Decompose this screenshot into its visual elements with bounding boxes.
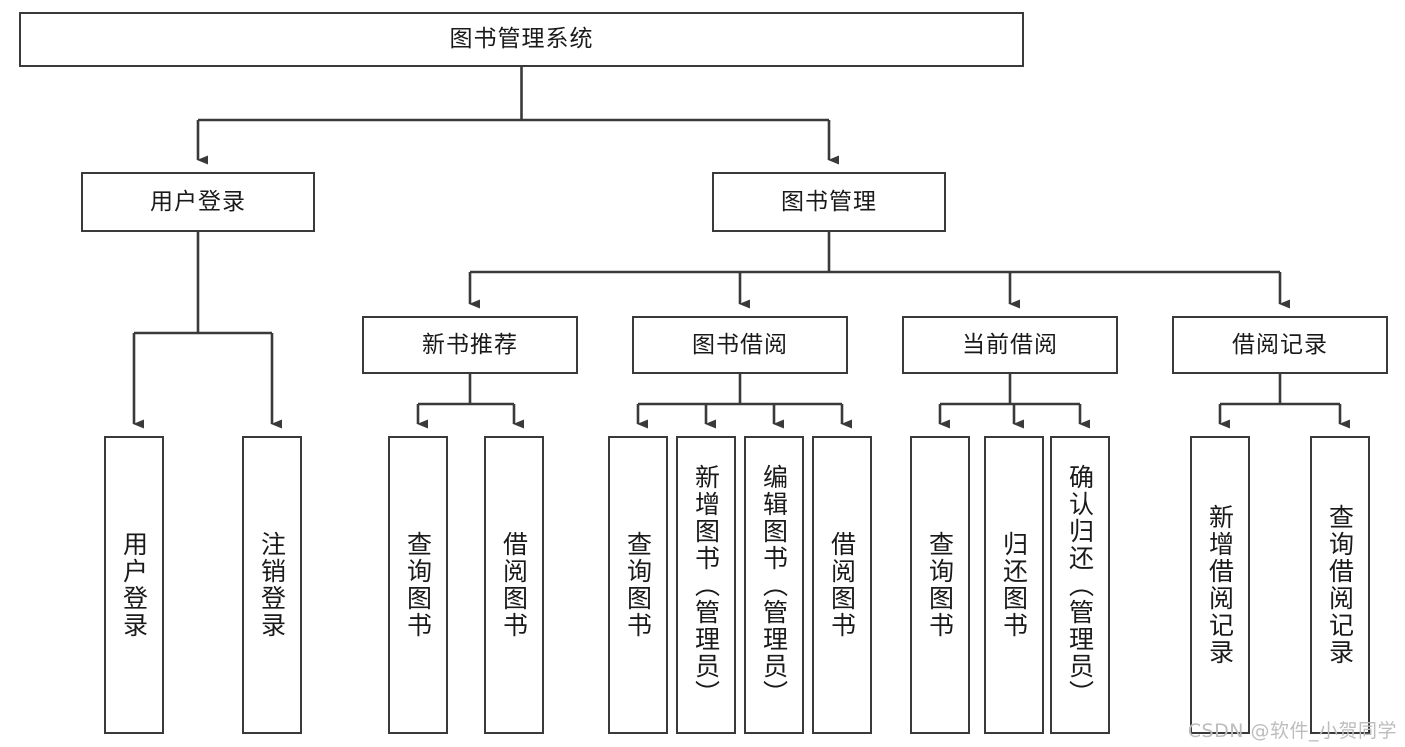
node-leaf-user-login[interactable]: 用户登录 (104, 436, 164, 734)
node-borrow-record-label: 借阅记录 (1232, 331, 1328, 358)
node-book-borrow-label: 图书借阅 (692, 331, 788, 358)
node-book-manage-label: 图书管理 (781, 188, 877, 215)
node-current-borrow[interactable]: 当前借阅 (902, 316, 1118, 374)
node-leaf-user-logout-label: 注销登录 (257, 531, 287, 639)
node-root-label: 图书管理系统 (449, 26, 594, 52)
node-leaf-return-book[interactable]: 归还图书 (984, 436, 1044, 734)
node-book-borrow[interactable]: 图书借阅 (632, 316, 848, 374)
node-leaf-confirm-return-label: 确认归还（管理员） (1065, 463, 1095, 707)
node-leaf-edit-book[interactable]: 编辑图书（管理员） (744, 436, 804, 734)
node-leaf-user-logout[interactable]: 注销登录 (242, 436, 302, 734)
node-leaf-add-record-label: 新增借阅记录 (1205, 504, 1235, 666)
node-leaf-add-book-label: 新增图书（管理员） (691, 463, 721, 707)
node-leaf-borrow-book-1[interactable]: 借阅图书 (484, 436, 544, 734)
node-leaf-return-book-label: 归还图书 (999, 531, 1029, 639)
node-leaf-query-book-2[interactable]: 查询图书 (608, 436, 668, 734)
node-leaf-add-book[interactable]: 新增图书（管理员） (676, 436, 736, 734)
node-user-login-label: 用户登录 (150, 188, 246, 215)
node-book-manage[interactable]: 图书管理 (712, 172, 946, 232)
node-current-borrow-label: 当前借阅 (962, 331, 1058, 358)
node-leaf-confirm-return[interactable]: 确认归还（管理员） (1050, 436, 1110, 734)
node-leaf-borrow-book-1-label: 借阅图书 (499, 531, 529, 639)
node-leaf-query-record-label: 查询借阅记录 (1325, 504, 1355, 666)
node-root[interactable]: 图书管理系统 (19, 12, 1024, 67)
node-leaf-query-record[interactable]: 查询借阅记录 (1310, 436, 1370, 734)
node-new-book-recommend[interactable]: 新书推荐 (362, 316, 578, 374)
node-borrow-record[interactable]: 借阅记录 (1172, 316, 1388, 374)
node-leaf-add-record[interactable]: 新增借阅记录 (1190, 436, 1250, 734)
node-leaf-query-book-3-label: 查询图书 (925, 531, 955, 639)
node-leaf-query-book-1[interactable]: 查询图书 (388, 436, 448, 734)
node-leaf-borrow-book-2-label: 借阅图书 (827, 531, 857, 639)
node-leaf-query-book-3[interactable]: 查询图书 (910, 436, 970, 734)
node-leaf-edit-book-label: 编辑图书（管理员） (759, 463, 789, 707)
node-new-book-recommend-label: 新书推荐 (422, 331, 518, 358)
node-leaf-query-book-2-label: 查询图书 (623, 531, 653, 639)
node-leaf-user-login-label: 用户登录 (119, 531, 149, 639)
node-leaf-query-book-1-label: 查询图书 (403, 531, 433, 639)
node-user-login[interactable]: 用户登录 (81, 172, 315, 232)
node-leaf-borrow-book-2[interactable]: 借阅图书 (812, 436, 872, 734)
